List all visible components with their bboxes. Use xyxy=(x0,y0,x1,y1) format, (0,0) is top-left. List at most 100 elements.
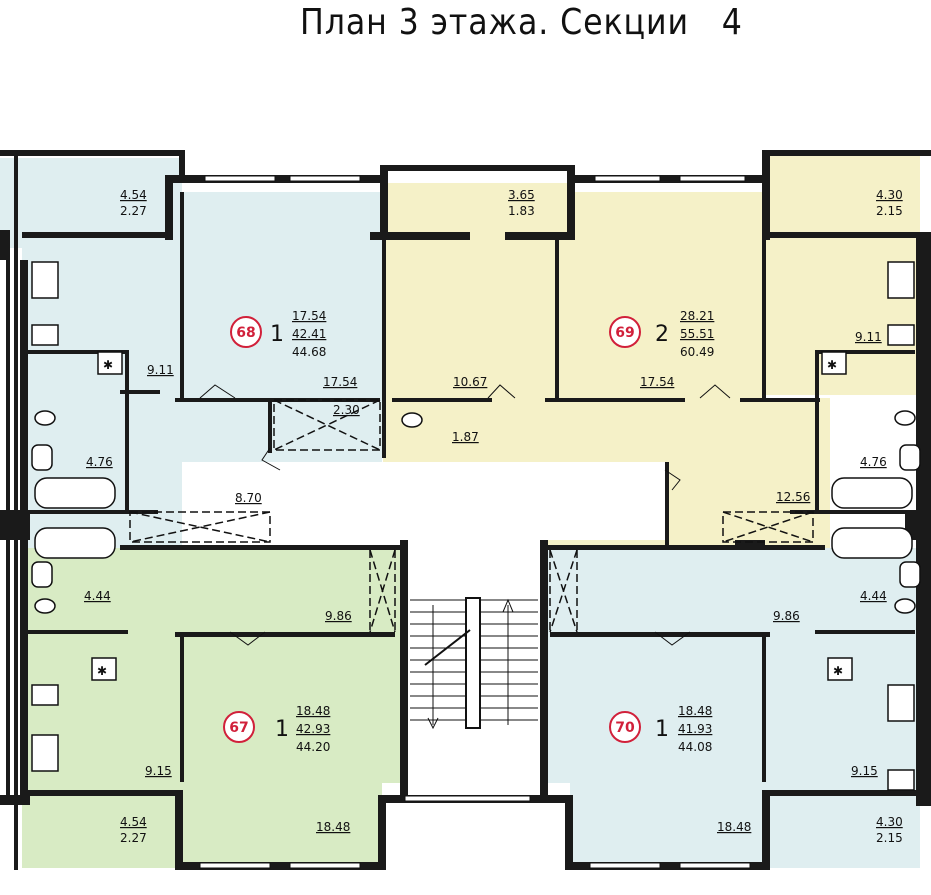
apartment-number: 67 xyxy=(229,720,248,736)
ventilation-shaft-icon xyxy=(821,351,847,375)
room-area: 10.67 xyxy=(453,375,487,389)
room-area: 2.27 xyxy=(120,831,147,845)
staircase xyxy=(410,597,538,730)
room-area: 3.65 xyxy=(508,188,535,202)
apartment-total-area: 42.41 xyxy=(292,327,326,341)
apt-70-fill xyxy=(548,548,920,783)
apartment-total-with-balcony: 60.49 xyxy=(680,345,714,359)
room-area: 9.86 xyxy=(773,609,800,623)
apartment-rooms: 2 xyxy=(655,322,669,347)
svg-text:✱: ✱ xyxy=(103,358,113,372)
apartment-total-with-balcony: 44.08 xyxy=(678,740,712,754)
room-area: 9.11 xyxy=(147,363,174,377)
ventilation-shaft-icon xyxy=(97,351,123,375)
apt-68-room-fill xyxy=(182,192,382,462)
room-area: 9.15 xyxy=(145,764,172,778)
room-area: 2.27 xyxy=(120,204,147,218)
apartment-number: 69 xyxy=(615,325,634,341)
toilet-icon xyxy=(401,412,423,428)
room-area: 2.15 xyxy=(876,204,903,218)
apartment-rooms: 1 xyxy=(270,322,284,347)
room-area: 12.56 xyxy=(776,490,810,504)
room-area: 17.54 xyxy=(323,375,357,389)
apartment-total-with-balcony: 44.68 xyxy=(292,345,326,359)
apartment-labels: 68 1 17.54 42.41 44.68 69 2 28.21 55.51 … xyxy=(223,309,714,754)
sink-icon xyxy=(31,444,53,471)
room-area: 18.48 xyxy=(717,820,751,834)
toilet-icon xyxy=(34,410,56,426)
room-area: 4.76 xyxy=(86,455,113,469)
apartment-living-area: 18.48 xyxy=(296,704,330,718)
apartment-living-area: 28.21 xyxy=(680,309,714,323)
apartment-living-area: 18.48 xyxy=(678,704,712,718)
apartment-number-badge xyxy=(223,711,255,743)
plan-title: План 3 этажа. Секции 4 xyxy=(300,2,743,43)
apartment-number-badge xyxy=(609,711,641,743)
sink-icon xyxy=(887,324,915,346)
bathtub-icon xyxy=(34,477,116,509)
sink-icon xyxy=(31,324,59,346)
apartment-number: 68 xyxy=(236,325,255,341)
apartment-total-area: 41.93 xyxy=(678,722,712,736)
apartment-total-area: 55.51 xyxy=(680,327,714,341)
room-area: 4.30 xyxy=(876,815,903,829)
ventilation-shaft-icon xyxy=(827,657,853,681)
stove-icon xyxy=(887,261,915,299)
room-area: 4.76 xyxy=(860,455,887,469)
bathtub-icon xyxy=(831,477,913,509)
apartment-total-area: 42.93 xyxy=(296,722,330,736)
sink-icon xyxy=(31,561,53,588)
apartment-number-badge xyxy=(609,316,641,348)
apt-69-balcony-right-fill xyxy=(765,155,920,235)
room-area: 1.83 xyxy=(508,204,535,218)
toilet-icon xyxy=(894,410,916,426)
room-area: 18.48 xyxy=(316,820,350,834)
room-area: 9.15 xyxy=(851,764,878,778)
sink-icon xyxy=(899,444,921,471)
room-area: 2.15 xyxy=(876,831,903,845)
apt-70-balcony-fill xyxy=(570,783,920,868)
apartment-number-badge xyxy=(230,316,262,348)
room-area: 9.86 xyxy=(325,609,352,623)
svg-text:✱: ✱ xyxy=(97,664,107,678)
room-area-labels: 4.54 2.27 3.65 1.83 4.30 2.15 9.11 9.11 … xyxy=(84,188,903,845)
stair-hall-fill xyxy=(280,462,665,540)
fixtures: ✱ ✱ ✱ ✱ xyxy=(31,261,921,791)
walls xyxy=(0,150,931,870)
room-area: 4.54 xyxy=(120,815,147,829)
door-swings xyxy=(199,384,731,646)
bathtub-icon xyxy=(831,527,913,559)
sink-icon xyxy=(31,684,59,706)
room-area: 17.54 xyxy=(640,375,674,389)
room-area: 4.30 xyxy=(876,188,903,202)
sink-icon xyxy=(899,561,921,588)
apt-69-room-fill xyxy=(560,192,765,402)
apartment-living-area: 17.54 xyxy=(292,309,326,323)
svg-text:✱: ✱ xyxy=(827,358,837,372)
wardrobes xyxy=(129,399,814,633)
apartment-number: 70 xyxy=(615,720,635,736)
toilet-icon xyxy=(894,598,916,614)
room-area: 4.54 xyxy=(120,188,147,202)
windows xyxy=(199,175,751,869)
room-area: 9.11 xyxy=(855,330,882,344)
room-area: 4.44 xyxy=(860,589,887,603)
apartment-total-with-balcony: 44.20 xyxy=(296,740,330,754)
room-area: 1.87 xyxy=(452,430,479,444)
room-area: 4.44 xyxy=(84,589,111,603)
ventilation-shaft-icon xyxy=(91,657,117,681)
stove-icon xyxy=(31,261,59,299)
toilet-icon xyxy=(34,598,56,614)
apartment-rooms: 1 xyxy=(655,717,669,742)
sink-icon xyxy=(887,769,915,791)
bathtub-icon xyxy=(34,527,116,559)
apt-67-balcony-fill xyxy=(22,783,382,868)
apt-67-fill xyxy=(22,548,404,783)
apt-69-balcony-fill xyxy=(383,183,573,238)
room-area: 2.30 xyxy=(333,403,360,417)
svg-text:✱: ✱ xyxy=(833,664,843,678)
stove-icon xyxy=(887,684,915,722)
apartment-rooms: 1 xyxy=(275,717,289,742)
room-area: 8.70 xyxy=(235,491,262,505)
